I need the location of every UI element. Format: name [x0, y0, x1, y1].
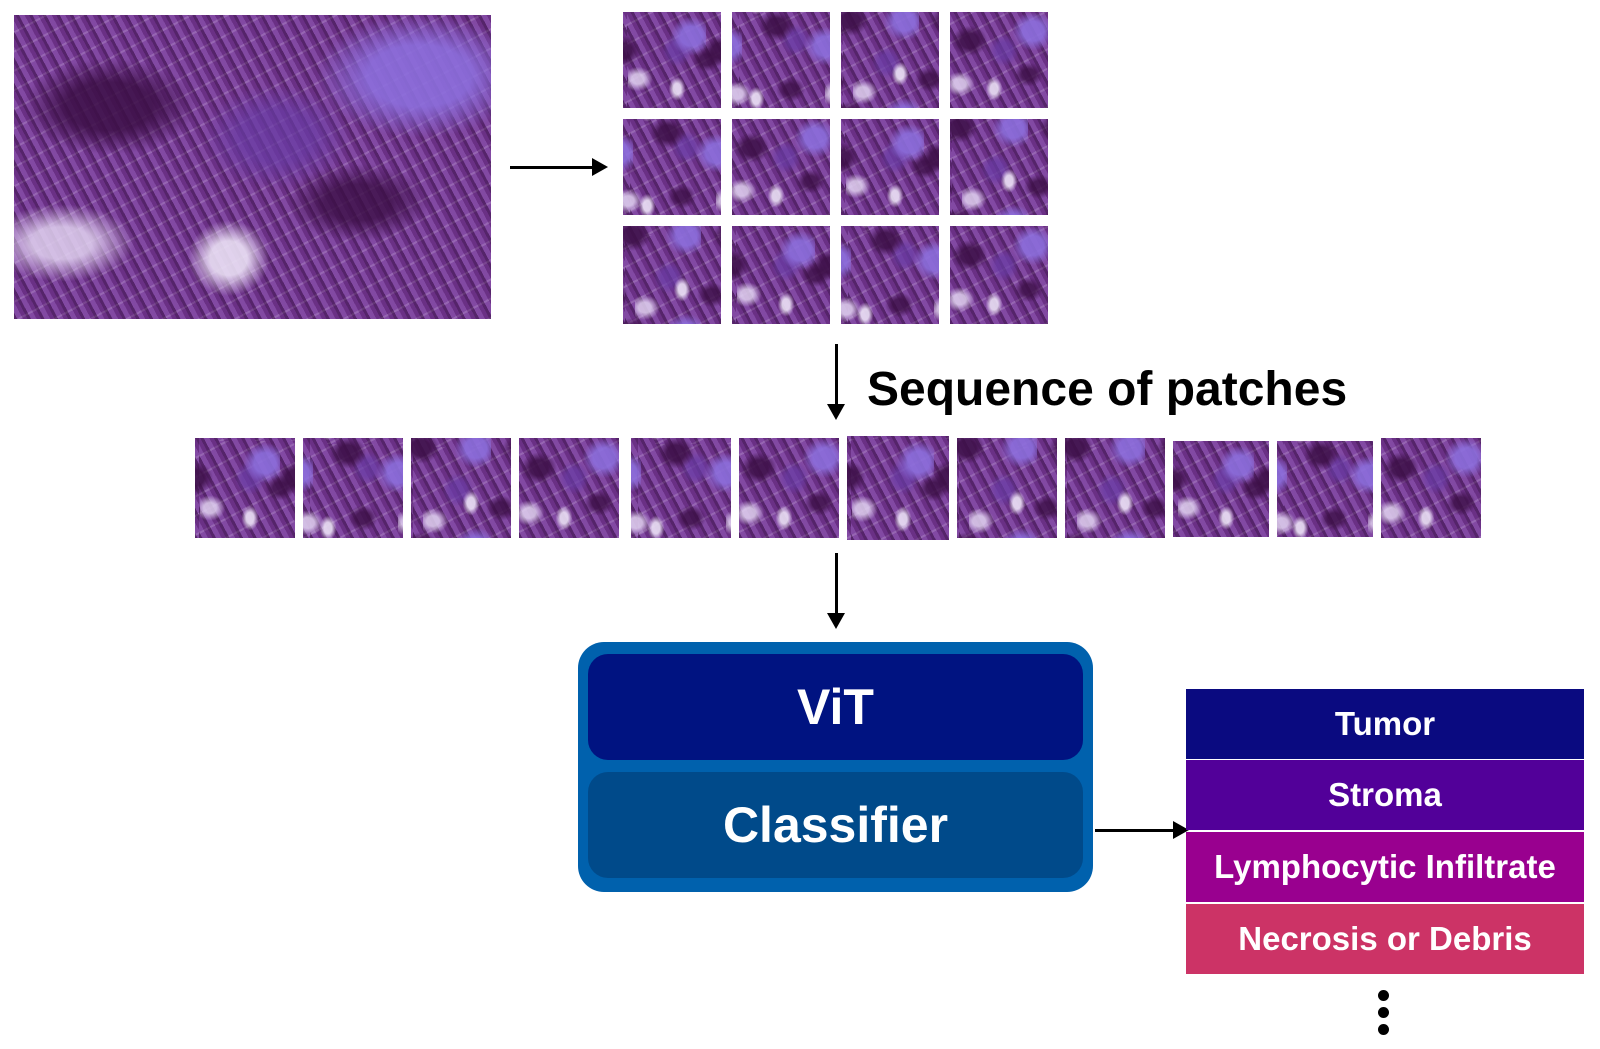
model-block: ViT Classifier [578, 642, 1093, 892]
sequence-patch [847, 436, 949, 540]
sequence-patch [957, 438, 1057, 538]
grid-patch [732, 226, 830, 324]
class-necrosis-or-debris: Necrosis or Debris [1186, 904, 1584, 974]
class-stroma: Stroma [1186, 760, 1584, 830]
grid-patch [950, 12, 1048, 108]
arrow-to-sequence [827, 344, 845, 420]
grid-patch [732, 119, 830, 215]
sequence-patch [195, 438, 295, 538]
grid-patch [623, 119, 721, 215]
grid-patch [841, 119, 939, 215]
sequence-patch [1173, 441, 1269, 537]
grid-patch [950, 119, 1048, 215]
class-tumor: Tumor [1186, 689, 1584, 759]
arrow-to-classes [1095, 821, 1189, 839]
grid-patch [732, 12, 830, 108]
sequence-label: Sequence of patches [867, 363, 1348, 416]
grid-patch [841, 226, 939, 324]
sequence-patch [303, 438, 403, 538]
class-lymphocytic-infiltrate: Lymphocytic Infiltrate [1186, 832, 1584, 902]
sequence-patch [739, 438, 839, 538]
grid-patch [623, 12, 721, 108]
sequence-patch [1381, 438, 1481, 538]
grid-patch [950, 226, 1048, 324]
sequence-patch [411, 438, 511, 538]
grid-patch [841, 12, 939, 108]
sequence-patch [519, 438, 619, 538]
arrow-to-patch-grid [510, 158, 608, 176]
sequence-patch [1277, 441, 1373, 537]
vit-block: ViT [588, 654, 1083, 760]
more-classes-ellipsis-icon [1378, 990, 1390, 1041]
source-slide-image [14, 15, 491, 319]
patch-grid [623, 12, 1049, 325]
sequence-patch [631, 438, 731, 538]
classifier-block: Classifier [588, 772, 1083, 878]
grid-patch [623, 226, 721, 324]
arrow-to-model [827, 553, 845, 629]
sequence-patch [1065, 438, 1165, 538]
